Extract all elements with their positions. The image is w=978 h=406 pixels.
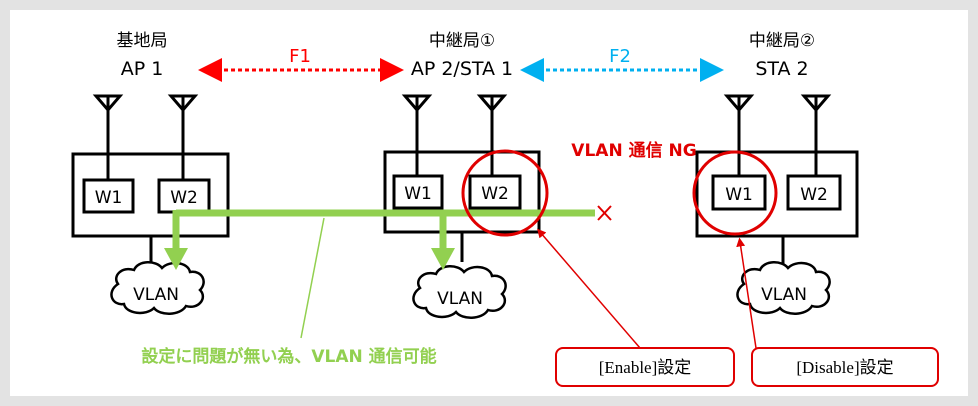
relay1-w1-box: [392, 174, 444, 210]
relay2-w1-highlight: [692, 150, 778, 236]
vlan-ok-text: 設定に問題が無い為、VLAN 通信可能: [141, 346, 436, 367]
relay1-w1-label: W1: [404, 184, 432, 204]
disable-callout-text: [Disable]設定: [796, 358, 893, 377]
link-f2-label: F2: [609, 46, 631, 67]
relay2-w1-label: W1: [725, 185, 753, 205]
station-relay2-id: STA 2: [755, 58, 808, 80]
relay1-w2-label: W2: [481, 184, 509, 204]
cloud-icon: [736, 261, 831, 315]
enable-callout-text: [Enable]設定: [599, 358, 692, 377]
relay2-w1-box: [711, 174, 767, 211]
station-relay1-id: AP 2/STA 1: [411, 58, 513, 80]
link-f1-label: F1: [289, 46, 311, 67]
antenna-icon: [476, 94, 508, 176]
station-ap1-name: 基地局: [117, 31, 168, 51]
ap1-w2-label: W2: [170, 188, 198, 208]
enable-callout-box: [555, 347, 735, 387]
antenna-icon: [92, 94, 124, 184]
antenna-icon: [167, 94, 199, 184]
disable-callout-box: [751, 347, 939, 387]
disable-callout-pointer: [736, 237, 757, 349]
enable-callout-pointer: [537, 228, 641, 349]
blocked-cross-icon: [597, 205, 612, 221]
antenna-icon: [401, 94, 433, 176]
relay2-vlan-label: VLAN: [761, 285, 807, 305]
ap1-vlan-label: VLAN: [133, 285, 179, 305]
relay1-vlan-label: VLAN: [437, 289, 483, 309]
relay2-w2-label: W2: [800, 185, 828, 205]
antenna-icon: [800, 94, 832, 180]
relay1-w2-box: [468, 174, 522, 210]
ap1-w1-label: W1: [95, 188, 123, 208]
vlan-path: [164, 209, 595, 339]
relay1-w2-highlight: [461, 149, 549, 237]
station-ap1-id: AP 1: [121, 58, 164, 80]
vlan-ng-text: VLAN 通信 NG: [571, 140, 696, 161]
station-relay2-name: 中継局②: [749, 31, 815, 51]
cloud-icon: [110, 261, 205, 315]
antenna-icon: [723, 94, 755, 180]
ap1-w1-box: [82, 178, 135, 214]
station-relay1-name: 中継局①: [429, 31, 495, 51]
relay2-device-box: [695, 150, 859, 238]
relay2-w2-box: [786, 174, 842, 211]
